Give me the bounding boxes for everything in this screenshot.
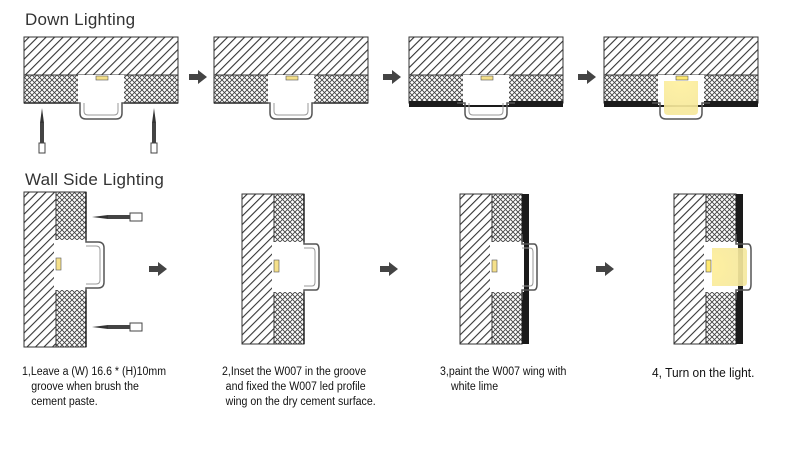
screw-bottom-icon <box>92 322 143 332</box>
arrow-right-icon <box>596 262 614 276</box>
down-lighting-step4-diagram <box>603 36 759 120</box>
step-2-caption: 2,Inset the W007 in the groove and fixed… <box>222 365 376 410</box>
wall-side-step4-diagram <box>673 193 752 345</box>
step-4-caption: 4, Turn on the light. <box>652 365 754 380</box>
step-1-line-3: cement paste. <box>31 396 98 408</box>
arrow-right-icon <box>380 262 398 276</box>
down-lighting-step2-diagram <box>213 36 369 120</box>
down-lighting-step3-diagram <box>408 36 564 120</box>
screw-left-icon <box>38 108 46 154</box>
screw-right-icon <box>150 108 158 154</box>
step-2-line-3: wing on the dry cement surface. <box>225 396 376 408</box>
step-2-line-2: and fixed the W007 led profile <box>225 381 366 393</box>
step-4-line-1: 4, Turn on the light. <box>652 365 755 380</box>
step-1-caption: 1,Leave a (W) 16.6 * (H)10mm groove when… <box>22 365 166 410</box>
step-1-line-1: 1,Leave a (W) 16.6 * (H)10mm <box>22 366 167 378</box>
arrow-right-icon <box>383 70 401 84</box>
arrow-right-icon <box>578 70 596 84</box>
step-1-line-2: groove when brush the <box>31 381 139 393</box>
wall-side-step2-diagram <box>241 193 320 345</box>
arrow-right-icon <box>189 70 207 84</box>
wall-side-step1-diagram <box>23 191 143 348</box>
step-3-caption: 3,paint the W007 wing with white lime <box>440 365 566 395</box>
step-2-line-1: 2,Inset the W007 in the groove <box>222 366 367 378</box>
step-3-line-2: white lime <box>451 381 499 393</box>
screw-top-icon <box>92 212 143 222</box>
wall-side-step3-diagram <box>459 193 538 345</box>
section-title-down-lighting: Down Lighting <box>25 10 136 29</box>
section-title-wall-side-lighting: Wall Side Lighting <box>25 170 165 189</box>
down-lighting-step1-diagram <box>23 36 179 154</box>
arrow-right-icon <box>149 262 167 276</box>
step-3-line-1: 3,paint the W007 wing with <box>440 366 567 378</box>
